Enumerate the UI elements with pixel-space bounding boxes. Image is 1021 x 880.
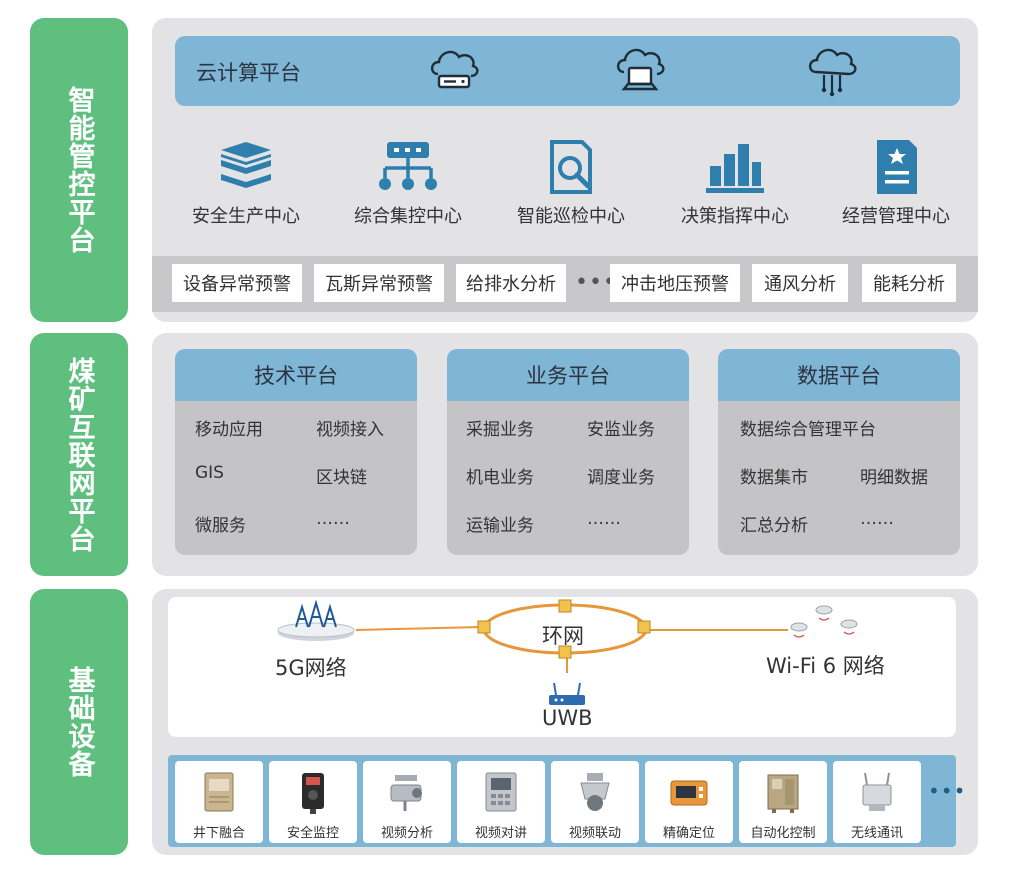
bar-chart-icon: [702, 138, 768, 196]
side-label-internet: 煤矿互联网平台: [30, 333, 128, 576]
tag-ventilation-analysis: 通风分析: [752, 264, 848, 302]
video-analysis-camera-icon: [387, 769, 427, 815]
tag-rockburst-warning: 冲击地压预警: [610, 264, 740, 302]
link-5g-ring: [356, 627, 482, 630]
device-label: 视频对讲: [457, 822, 545, 841]
positioning-device-icon: [669, 769, 709, 815]
center-safety-label: 安全生产中心: [171, 202, 321, 228]
cloud-network-icon: [804, 44, 860, 98]
card-tech: 技术平台 移动应用 视频接入 GIS 区块链 微服务 ……: [175, 349, 417, 555]
card-item: 数据综合管理平台: [740, 415, 876, 440]
device-card: 视频对讲: [457, 761, 545, 843]
card-item: 调度业务: [587, 463, 655, 488]
card-item: ……: [860, 509, 894, 529]
device-label: 视频联动: [551, 822, 639, 841]
wifi-ap-icon: [791, 606, 857, 631]
center-decision: 决策指挥中心: [660, 138, 810, 228]
device-card: 视频联动: [551, 761, 639, 843]
tag-gas-warning: 瓦斯异常预警: [314, 264, 444, 302]
device-label: 精确定位: [645, 822, 733, 841]
center-decision-label: 决策指挥中心: [660, 202, 810, 228]
tag-equipment-warning: 设备异常预警: [172, 264, 302, 302]
side-label-platform: 智能管控平台: [30, 18, 128, 322]
dome-camera-icon: [575, 769, 615, 815]
card-item: 明细数据: [860, 463, 928, 488]
card-business-title: 业务平台: [447, 349, 689, 401]
card-item: ……: [316, 509, 350, 529]
device-card: 视频分析: [363, 761, 451, 843]
center-inspection: 智能巡检中心: [496, 138, 646, 228]
center-control-label: 综合集控中心: [333, 202, 483, 228]
device-card: 无线通讯: [833, 761, 921, 843]
card-item: 视频接入: [316, 415, 384, 440]
center-control: 综合集控中心: [333, 138, 483, 228]
card-item: 安监业务: [587, 415, 655, 440]
intercom-icon: [481, 769, 521, 815]
card-item: 汇总分析: [740, 511, 808, 536]
device-card: 自动化控制: [739, 761, 827, 843]
device-label: 井下融合: [175, 822, 263, 841]
center-management-label: 经营管理中心: [821, 202, 971, 228]
safety-monitor-icon: [293, 769, 333, 815]
hierarchy-icon: [375, 138, 441, 196]
label-wifi: Wi-Fi 6 网络: [766, 650, 885, 680]
card-item: ……: [587, 509, 621, 529]
fusion-device-icon: [199, 769, 239, 815]
card-item: 机电业务: [466, 463, 534, 488]
device-label: 视频分析: [363, 822, 451, 841]
layers-icon: [213, 138, 279, 196]
center-safety: 安全生产中心: [171, 138, 321, 228]
center-inspection-label: 智能巡检中心: [496, 202, 646, 228]
device-ellipsis: •••: [928, 779, 966, 803]
device-card: 精确定位: [645, 761, 733, 843]
label-ring: 环网: [542, 620, 584, 650]
star-doc-icon: [863, 138, 929, 196]
device-card: 安全监控: [269, 761, 357, 843]
automation-cabinet-icon: [763, 769, 803, 815]
card-item: 运输业务: [466, 511, 534, 536]
cloud-title: 云计算平台: [196, 57, 301, 87]
device-label: 自动化控制: [739, 822, 827, 841]
card-data: 数据平台 数据综合管理平台 数据集市 明细数据 汇总分析 ……: [718, 349, 960, 555]
5g-tower-icon: [278, 603, 354, 641]
label-uwb: UWB: [542, 706, 593, 730]
label-5g: 5G网络: [275, 652, 347, 682]
device-label: 安全监控: [269, 822, 357, 841]
card-item: 移动应用: [195, 415, 263, 440]
device-card: 井下融合: [175, 761, 263, 843]
device-label: 无线通讯: [833, 822, 921, 841]
card-data-title: 数据平台: [718, 349, 960, 401]
wireless-device-icon: [857, 769, 897, 815]
card-tech-title: 技术平台: [175, 349, 417, 401]
search-doc-icon: [538, 138, 604, 196]
side-label-infra: 基础设备: [30, 589, 128, 855]
tag-energy-analysis: 能耗分析: [862, 264, 956, 302]
cloud-laptop-icon: [612, 44, 668, 98]
card-business: 业务平台 采掘业务 安监业务 机电业务 调度业务 运输业务 ……: [447, 349, 689, 555]
center-management: 经营管理中心: [821, 138, 971, 228]
card-item: 区块链: [316, 463, 367, 488]
uwb-router-icon: [549, 683, 585, 705]
card-item: GIS: [195, 463, 224, 483]
tag-drainage-analysis: 给排水分析: [456, 264, 566, 302]
card-item: 数据集市: [740, 463, 808, 488]
card-item: 微服务: [195, 511, 246, 536]
cloud-server-icon: [426, 44, 482, 98]
card-item: 采掘业务: [466, 415, 534, 440]
